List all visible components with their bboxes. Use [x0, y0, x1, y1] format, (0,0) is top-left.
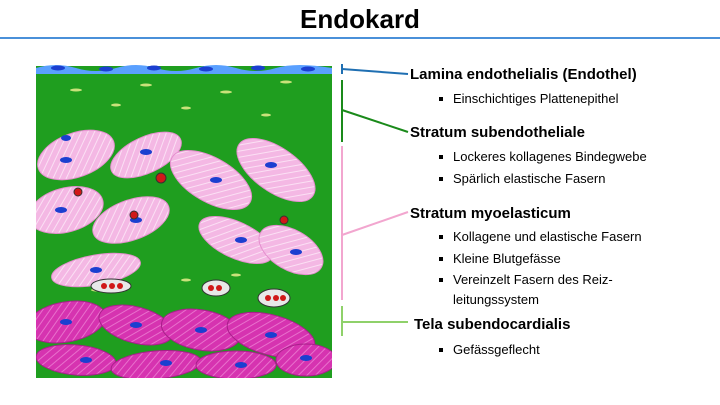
endothel-layer	[36, 65, 332, 74]
layer-brackets	[341, 64, 409, 336]
layer-item: Spärlich elastische Fasern	[438, 171, 606, 186]
layer-item: Einschichtiges Plattenepithel	[439, 91, 619, 106]
layer-item: Lockeres kollagenes Bindegwebe	[439, 149, 647, 164]
layer-label-subendocardialis: Tela subendocardialis	[414, 316, 571, 333]
bracket-myoelasticum	[341, 146, 409, 300]
layer-item: Gefässgeflecht	[439, 342, 540, 357]
layer-label-subendothel: Stratum subendotheliale	[410, 124, 586, 141]
bracket-subendothel	[341, 80, 409, 142]
bracket-subendocardialis	[341, 306, 408, 336]
page-title: Endokard	[300, 4, 420, 34]
tissue-illustration	[36, 65, 332, 378]
layer-label-myoelasticum: Stratum myoelasticum	[410, 205, 571, 222]
blood-vessels	[73, 172, 291, 308]
layer-item: Kleine Blutgefässe	[439, 251, 561, 266]
layer-item-continuation: leitungssystem	[453, 292, 539, 307]
title-divider	[0, 37, 720, 39]
endothel-nuclei	[51, 65, 315, 72]
bracket-endothel	[341, 64, 409, 75]
layer-item: Kollagene und elastische Fasern	[439, 229, 642, 244]
subendocardial-nuclei	[60, 319, 312, 368]
layer-item: Vereinzelt Fasern des Reiz-	[439, 272, 613, 287]
layer-label-endothel: Lamina endothelialis (Endothel)	[410, 66, 637, 83]
